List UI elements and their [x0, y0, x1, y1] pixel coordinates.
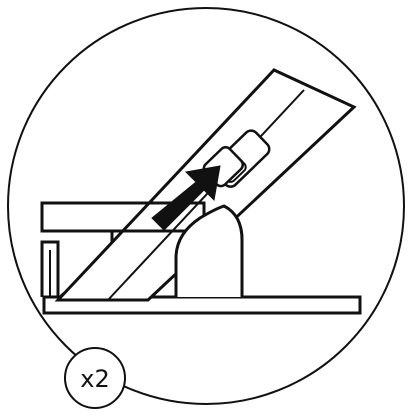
quantity-badge-circle: [64, 347, 126, 409]
angled-plate-ridge: [107, 89, 305, 301]
insertion-arrow-icon: [151, 165, 221, 231]
quantity-label: x2: [80, 365, 109, 393]
outer-circle-frame: [7, 7, 405, 405]
left-side-bracket: [40, 240, 60, 297]
support-front: [174, 204, 244, 297]
